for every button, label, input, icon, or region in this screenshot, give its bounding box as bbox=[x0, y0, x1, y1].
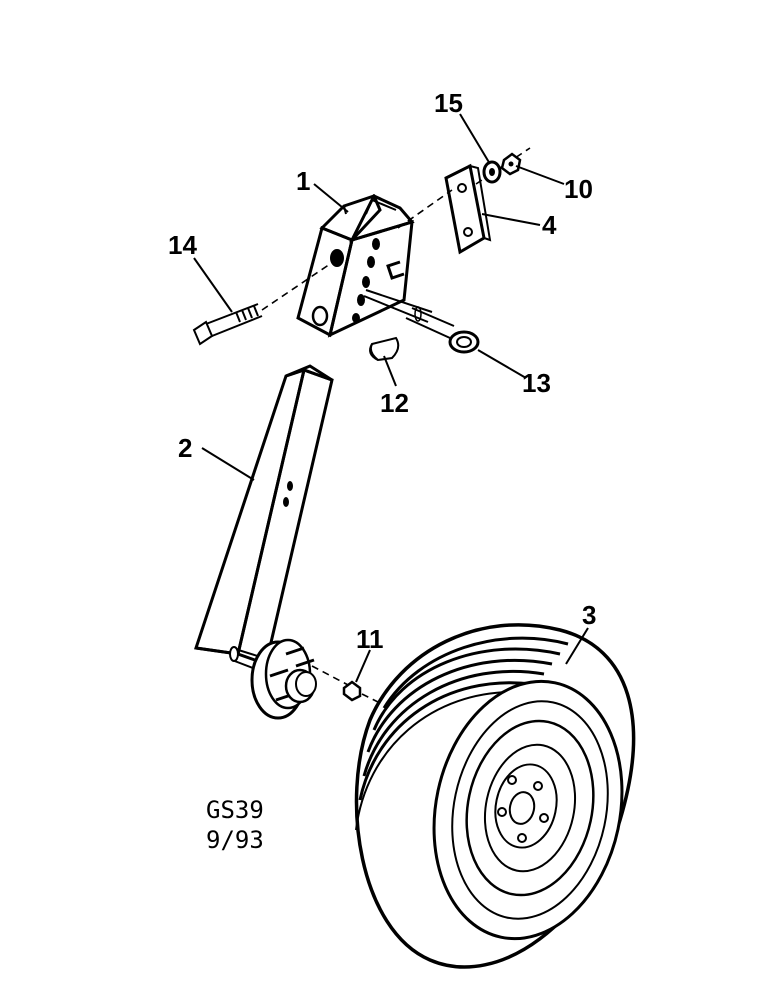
callout-labels: 1 2 3 4 10 11 12 13 14 15 bbox=[168, 88, 596, 654]
callout-1: 1 bbox=[296, 166, 310, 196]
drawing-id: GS39 9/93 bbox=[206, 796, 264, 854]
drawing-date: 9/93 bbox=[206, 826, 264, 854]
part-14-bolt bbox=[192, 263, 331, 346]
hub-assembly bbox=[229, 638, 351, 720]
callout-3: 3 bbox=[582, 600, 596, 630]
leader-lines bbox=[193, 113, 589, 683]
part-15-washer bbox=[482, 160, 502, 184]
callout-4: 4 bbox=[542, 210, 557, 240]
part-12-clip bbox=[369, 336, 400, 362]
callout-2: 2 bbox=[178, 433, 192, 463]
part-1-bracket bbox=[296, 194, 415, 338]
callout-10: 10 bbox=[564, 174, 593, 204]
part-3-wheel bbox=[354, 623, 636, 969]
part-4-plate bbox=[444, 163, 492, 255]
part-13-pin bbox=[363, 289, 480, 354]
part-10-nut bbox=[500, 152, 522, 176]
part-11-wheel-nut bbox=[342, 680, 383, 705]
callout-12: 12 bbox=[380, 388, 409, 418]
callout-14: 14 bbox=[168, 230, 197, 260]
callout-13: 13 bbox=[522, 368, 551, 398]
callout-11: 11 bbox=[356, 624, 384, 654]
part-2-tube bbox=[194, 364, 334, 666]
callout-15: 15 bbox=[434, 88, 463, 118]
drawing-number: GS39 bbox=[206, 796, 264, 824]
